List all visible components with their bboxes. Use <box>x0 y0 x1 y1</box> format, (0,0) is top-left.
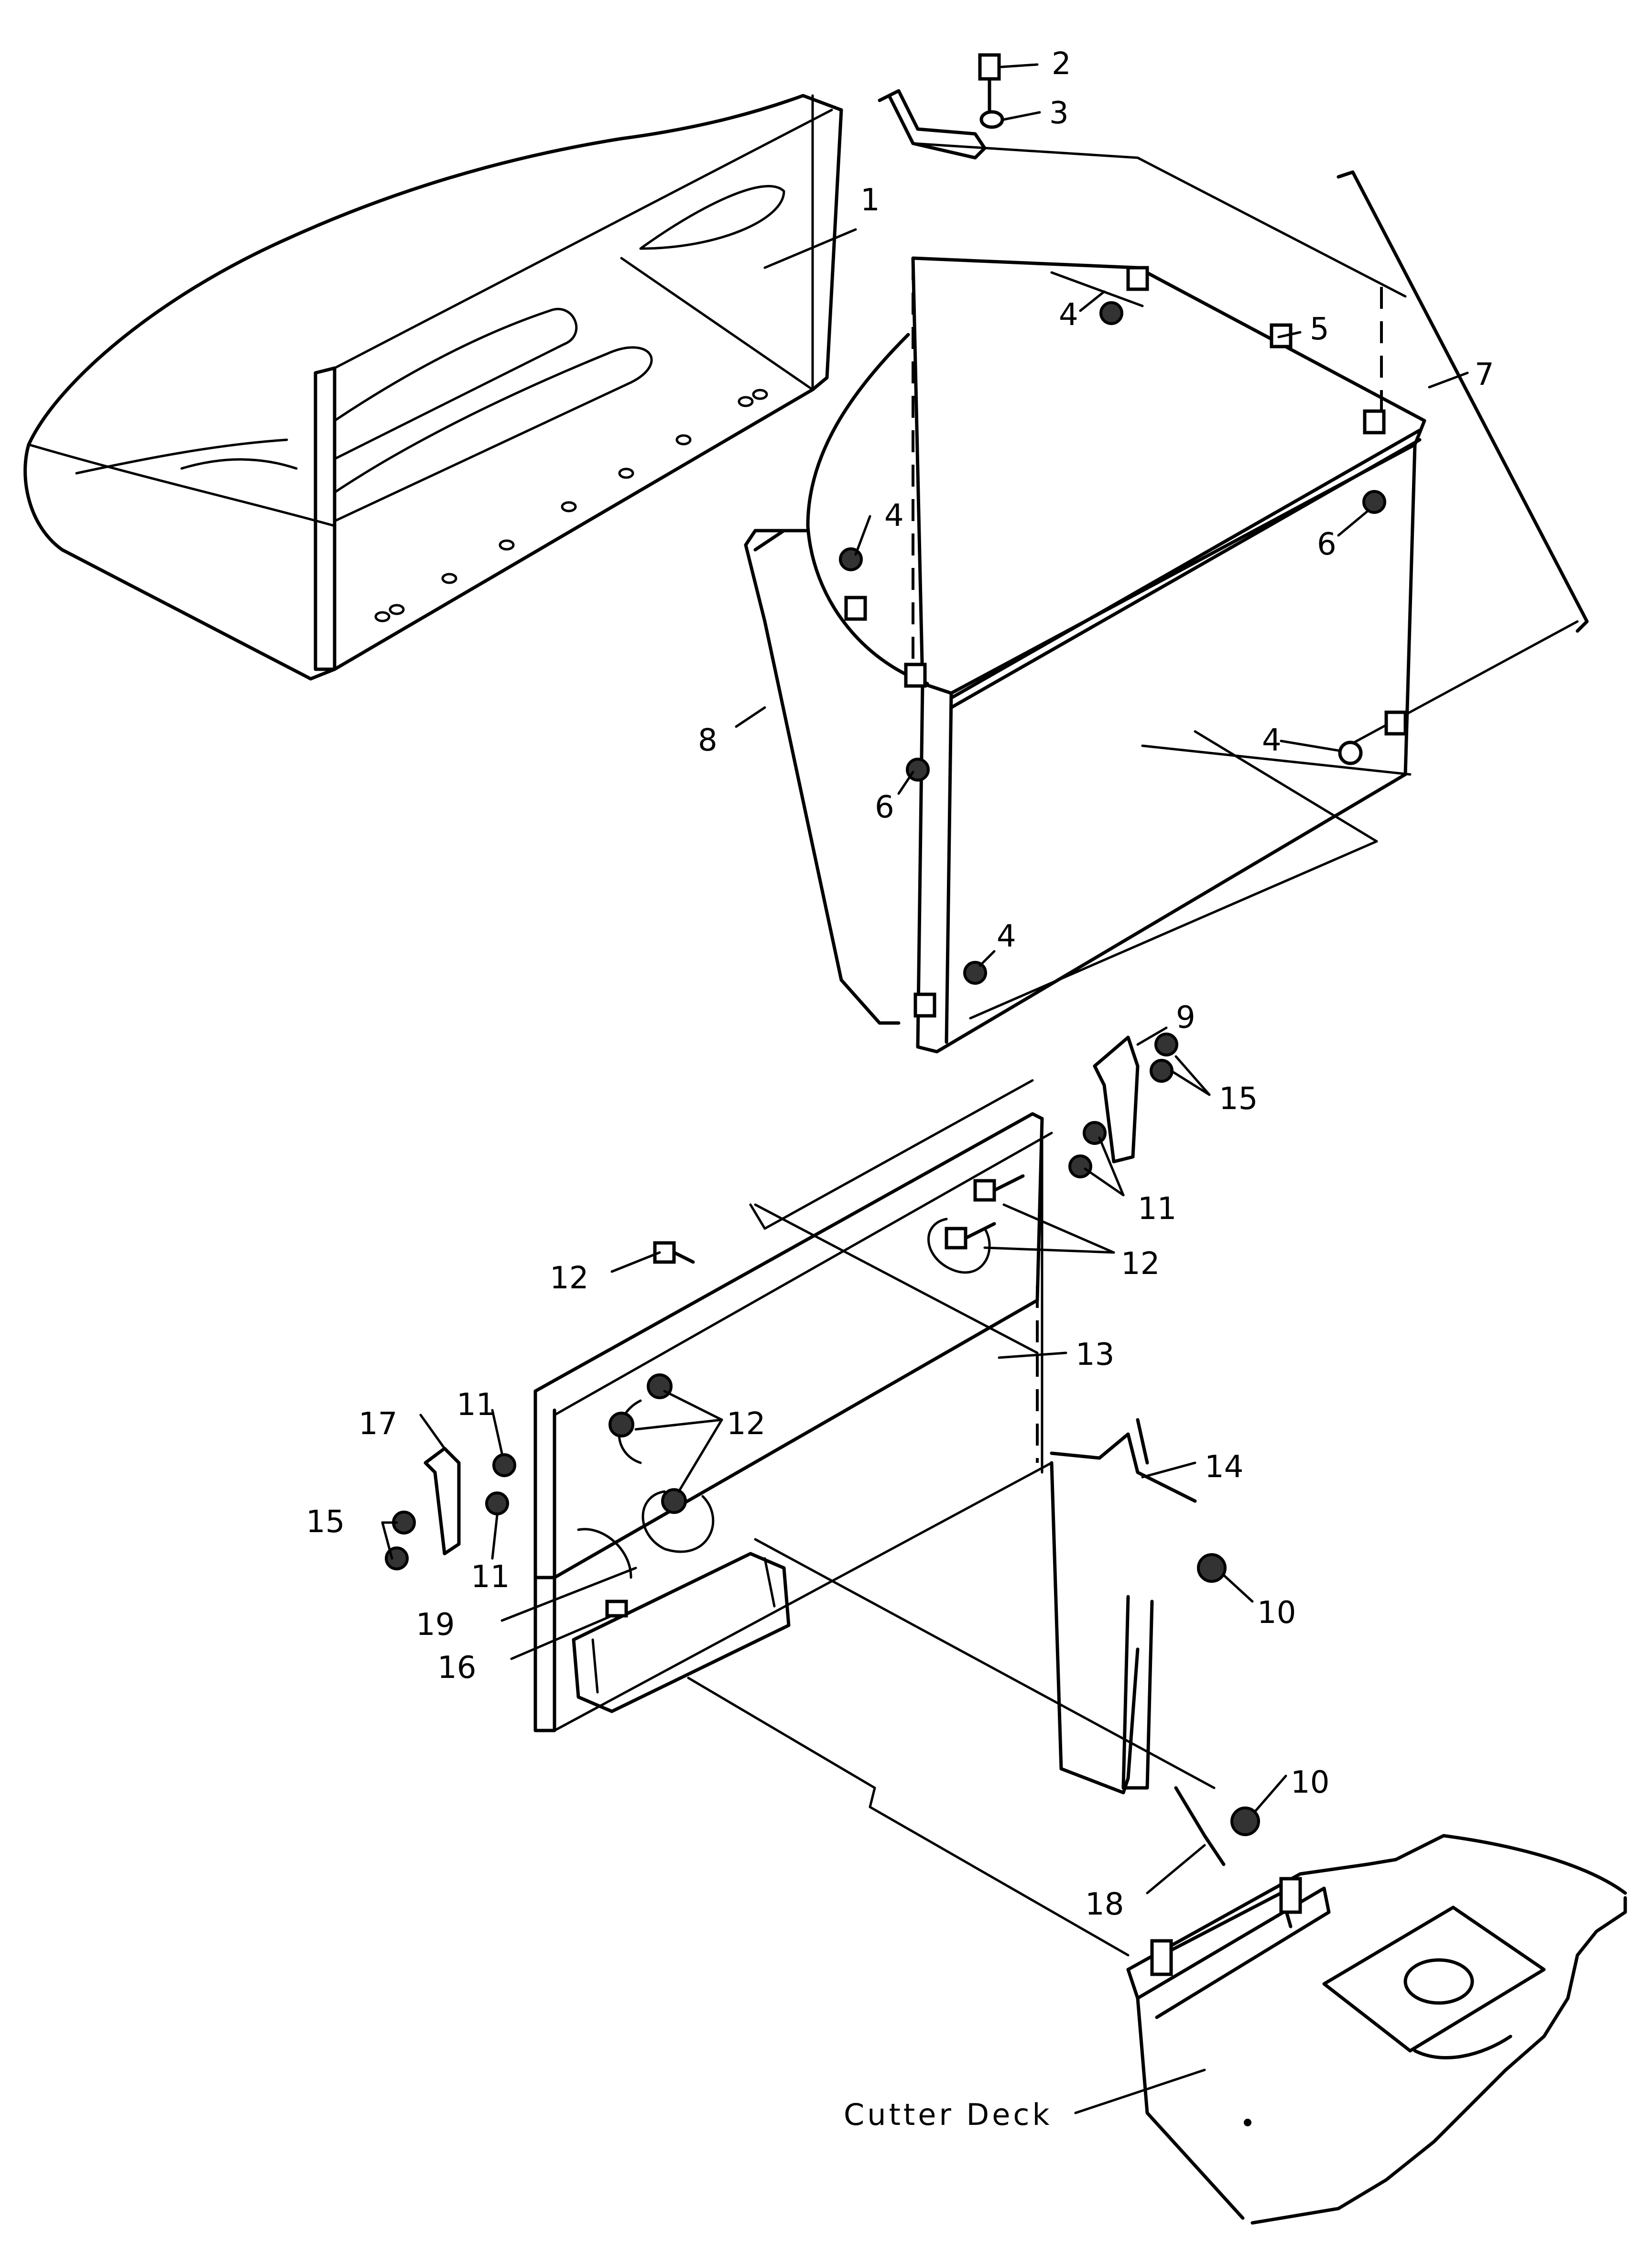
callout-12: 12 <box>1121 1246 1160 1282</box>
cutter-deck-label: Cutter Deck <box>844 2097 1052 2132</box>
callout-8: 8 <box>698 723 717 758</box>
callout-4: 4 <box>1059 297 1078 333</box>
part-8-rod <box>744 529 901 1025</box>
callout-10: 10 <box>1291 1765 1329 1800</box>
callout-16: 16 <box>437 1650 476 1686</box>
callout-12: 12 <box>727 1406 765 1442</box>
callout-7: 7 <box>1475 357 1494 392</box>
callout-2: 2 <box>1052 46 1071 82</box>
callout-10: 10 <box>1257 1595 1296 1631</box>
callout-6: 6 <box>875 790 894 825</box>
callout-11: 11 <box>1138 1191 1176 1227</box>
callout-5: 5 <box>1310 312 1329 347</box>
callout-4: 4 <box>1262 723 1282 758</box>
callout-11: 11 <box>471 1559 510 1595</box>
chute-assembly <box>385 1033 1260 1957</box>
callout-1: 1 <box>860 183 880 218</box>
callout-17: 17 <box>359 1406 397 1442</box>
callouts: 1 2 3 4 5 7 4 6 8 4 6 4 9 15 11 12 12 13… <box>306 46 1494 2132</box>
callout-4: 4 <box>997 919 1016 954</box>
leader-lines <box>381 63 1469 2114</box>
callout-14: 14 <box>1205 1449 1243 1485</box>
frame-nuts <box>839 301 1386 985</box>
callout-4: 4 <box>884 498 904 533</box>
frame-brackets <box>844 266 1407 1018</box>
callout-15: 15 <box>306 1504 345 1540</box>
callout-18: 18 <box>1085 1887 1124 1922</box>
part-7-bag-frame <box>806 142 1589 1054</box>
part-1-grass-bag <box>23 94 843 681</box>
cutter-deck <box>1126 1834 1627 2225</box>
callout-3: 3 <box>1049 96 1069 131</box>
callout-19: 19 <box>416 1607 455 1643</box>
callout-6: 6 <box>1317 527 1337 562</box>
callout-13: 13 <box>1076 1337 1114 1372</box>
callout-9: 9 <box>1176 1000 1196 1035</box>
callout-12: 12 <box>550 1261 588 1296</box>
callout-15: 15 <box>1219 1081 1258 1117</box>
callout-11: 11 <box>456 1387 495 1423</box>
part-2-3-hanger-bracket <box>878 53 1004 160</box>
